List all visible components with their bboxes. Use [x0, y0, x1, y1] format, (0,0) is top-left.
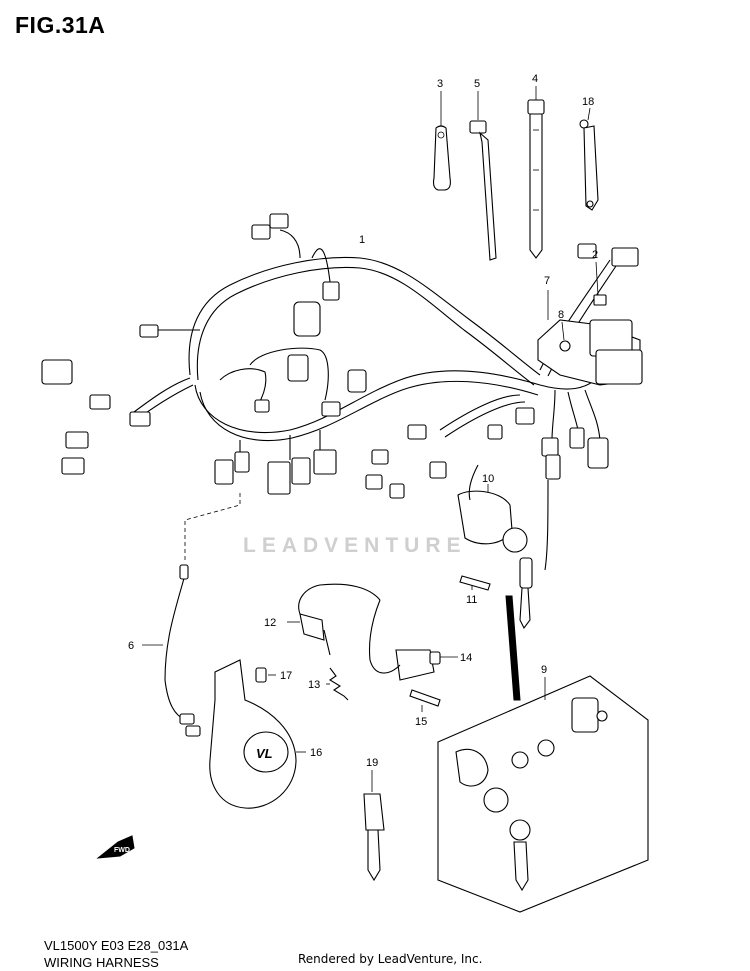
part-5-clamp-band[interactable]	[469, 91, 497, 261]
callout-4[interactable]: 4	[532, 73, 538, 85]
part-13-spring[interactable]	[326, 667, 349, 701]
callout-17[interactable]: 17	[280, 670, 292, 682]
part-10-ignition-switch[interactable]	[457, 464, 549, 630]
callout-12[interactable]: 12	[264, 617, 276, 629]
emblem-text: VL	[256, 746, 273, 761]
part-4-cable-tie[interactable]	[527, 86, 545, 259]
callout-5[interactable]: 5	[474, 78, 480, 90]
callout-14[interactable]: 14	[460, 652, 472, 664]
part-19-key[interactable]	[363, 770, 385, 882]
harness-connectors	[41, 213, 639, 499]
callout-15[interactable]: 15	[415, 716, 427, 728]
part-14-switch[interactable]	[368, 599, 458, 681]
callout-3[interactable]: 3	[437, 78, 443, 90]
callout-1[interactable]: 1	[359, 234, 365, 246]
callout-7[interactable]: 7	[544, 275, 550, 287]
part-16-cover[interactable]: VL	[209, 659, 306, 809]
callout-10[interactable]: 10	[482, 473, 494, 485]
callout-16[interactable]: 16	[310, 747, 322, 759]
part-3-clamp[interactable]	[432, 91, 451, 191]
footer-credit: Rendered by LeadVenture, Inc.	[298, 952, 483, 966]
assembly-pointer	[505, 595, 521, 701]
footer-diagram-name: WIRING HARNESS	[44, 955, 159, 970]
fwd-label: FWD	[114, 847, 130, 854]
callout-2[interactable]: 2	[592, 249, 598, 261]
part-9-lock-set[interactable]	[437, 675, 649, 913]
watermark: LEADVENTURE	[243, 534, 467, 557]
part-8-screw[interactable]	[559, 321, 571, 352]
part-11-bolt[interactable]	[459, 575, 491, 591]
callout-18[interactable]: 18	[582, 96, 594, 108]
part-2-fuse[interactable]	[593, 261, 607, 306]
callout-19[interactable]: 19	[366, 757, 378, 769]
callout-11[interactable]: 11	[466, 594, 477, 606]
callout-9[interactable]: 9	[541, 664, 547, 676]
part-15-bolt[interactable]	[409, 689, 441, 712]
footer-model-code: VL1500Y E03 E28_031A	[44, 938, 189, 953]
part-6-lead-wire[interactable]	[142, 490, 241, 737]
part-12-switch[interactable]	[287, 583, 381, 656]
callout-labels: 1 2 3 4 5 6 7 8 9 10 11 12 13 14 15 16 1…	[128, 73, 598, 769]
callout-6[interactable]: 6	[128, 640, 134, 652]
part-17-bolt[interactable]	[255, 667, 276, 683]
part-18-clamp[interactable]	[579, 107, 599, 211]
callout-8[interactable]: 8	[558, 309, 564, 321]
callout-13[interactable]: 13	[308, 679, 320, 691]
fwd-arrow-icon: FWD	[96, 835, 135, 859]
figure-title: FIG.31A	[15, 12, 106, 38]
